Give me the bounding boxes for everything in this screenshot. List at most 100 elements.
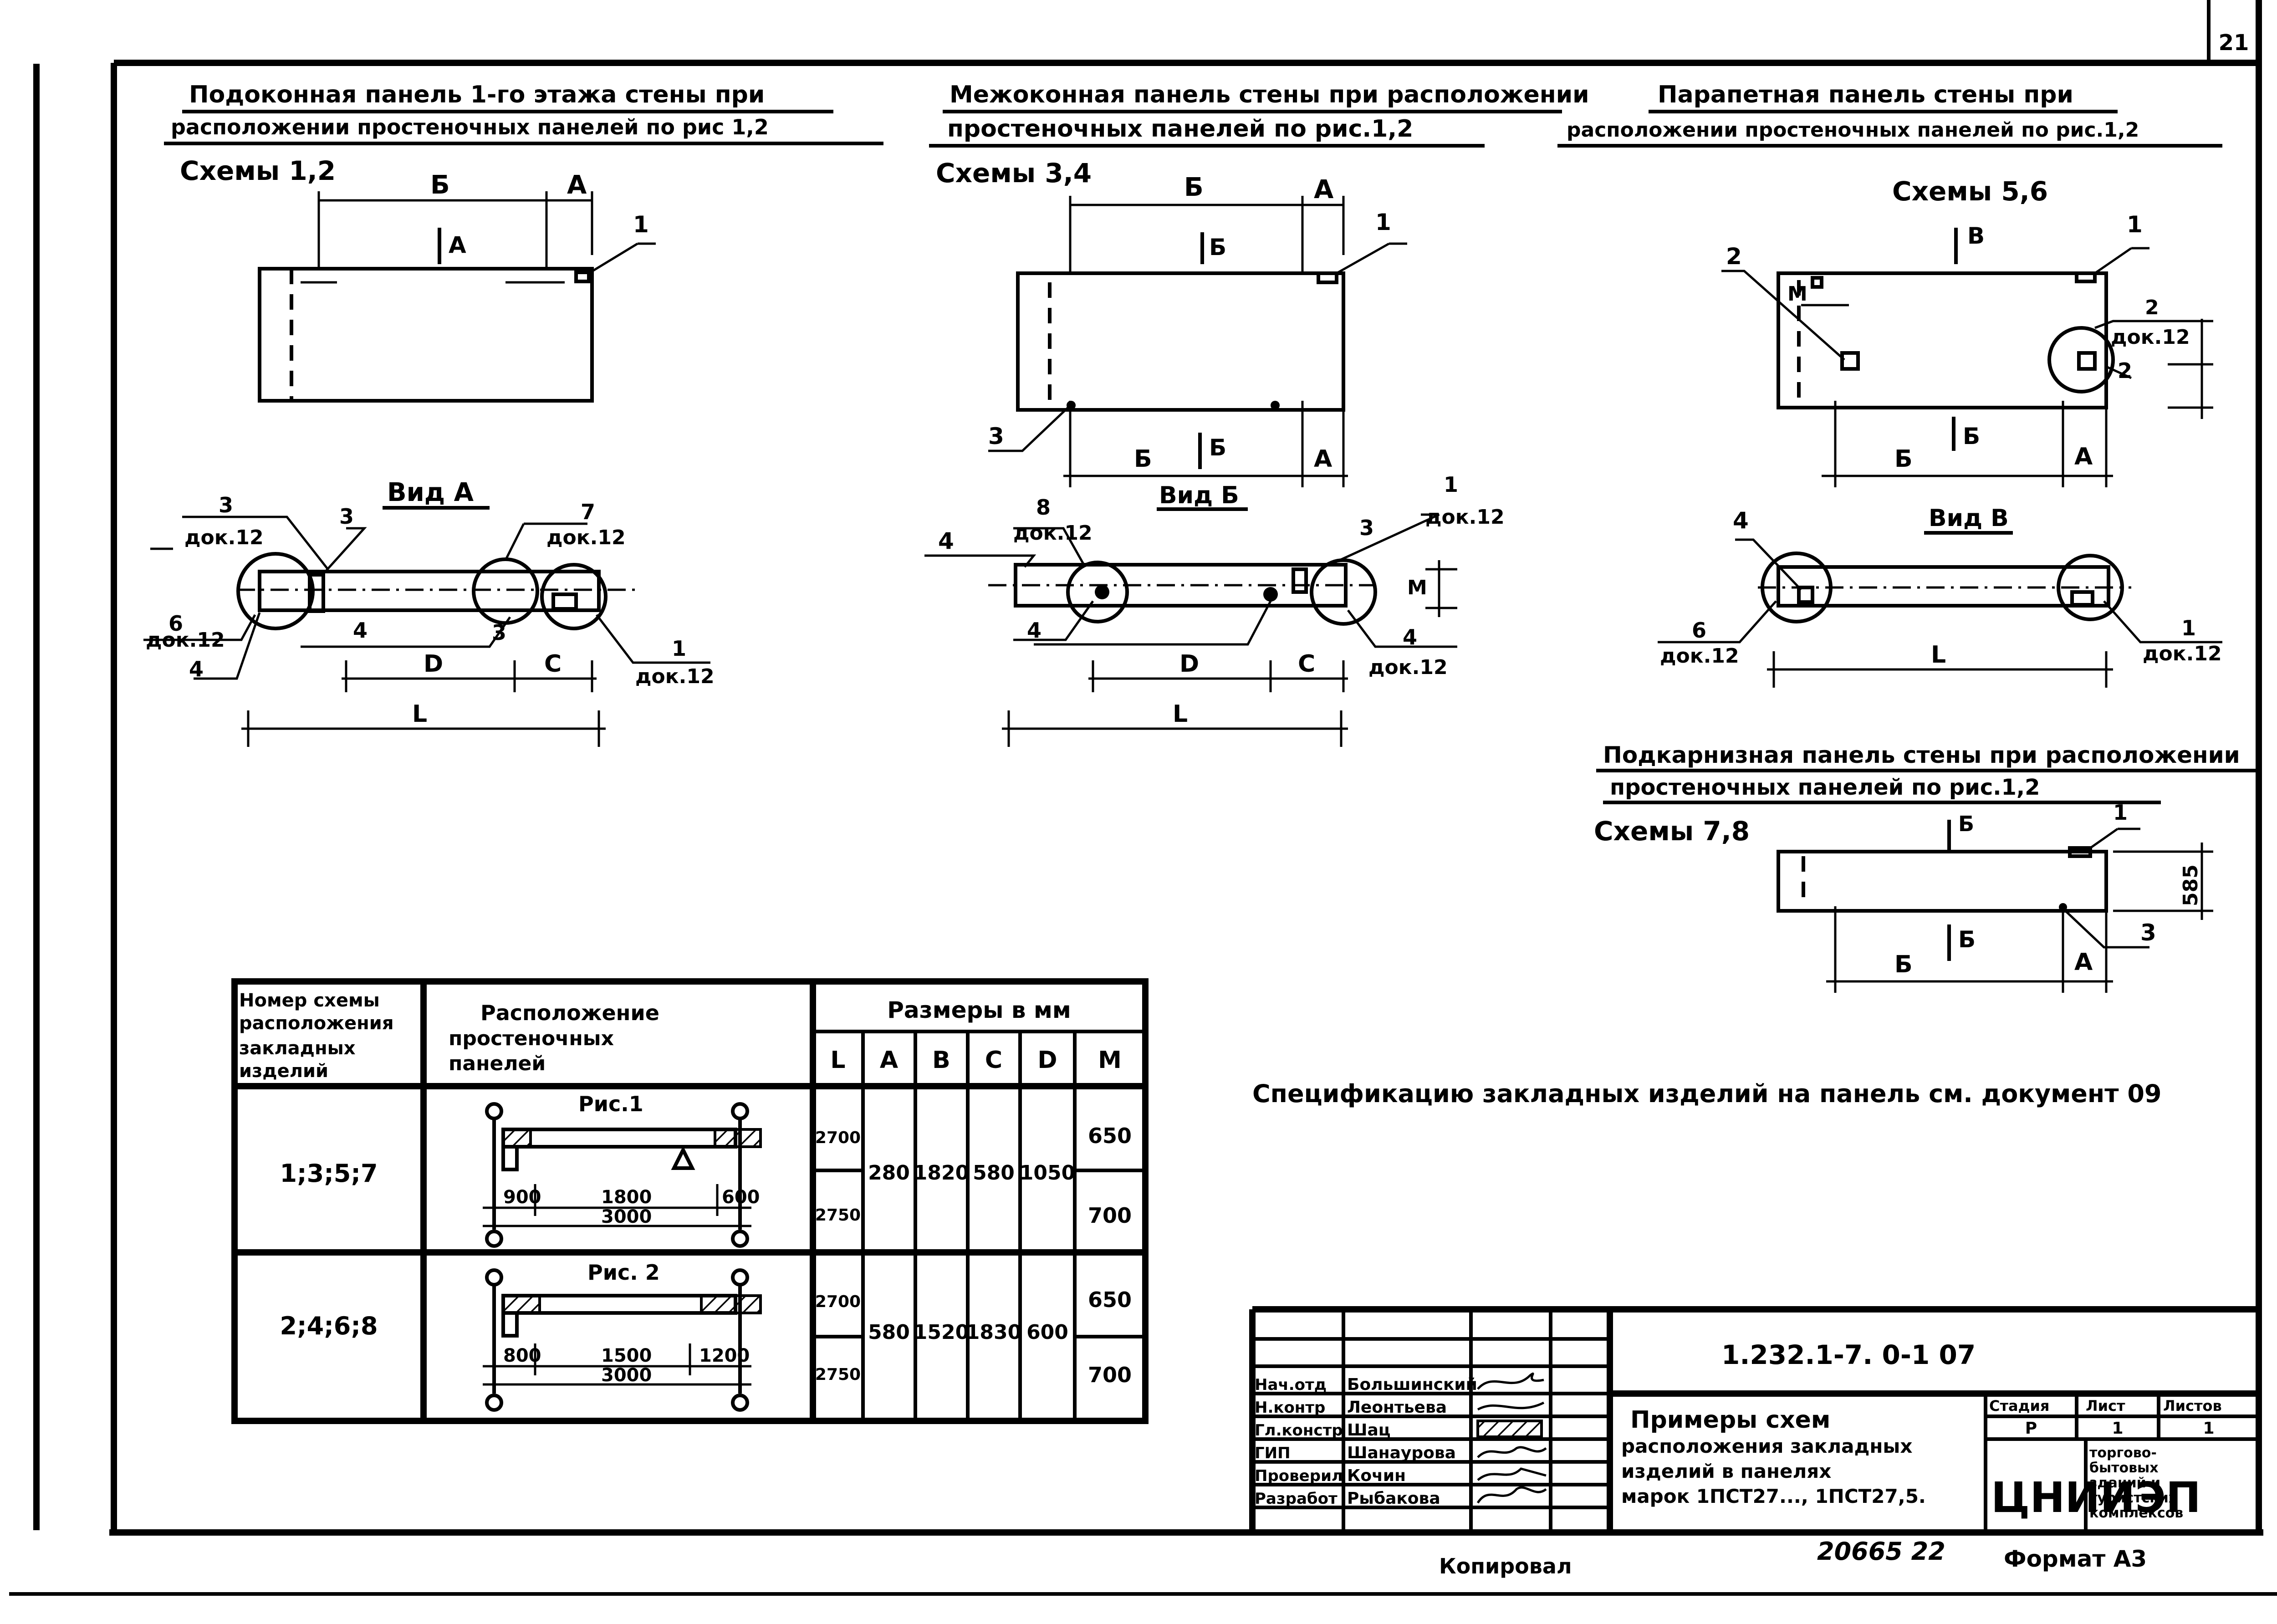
panel-4-title-line1: Подкарнизная панель стены при расположен… <box>1603 742 2240 768</box>
title-line-4: марок 1ПСТ27..., 1ПСТ27,5. <box>1621 1485 1926 1507</box>
p1-v-3b: 3 <box>339 504 354 529</box>
p2-view-arrow-2: Б <box>1209 434 1226 461</box>
p4-dim-a: А <box>2074 949 2093 976</box>
org-desc-4: туристских <box>2089 1490 2177 1506</box>
row2-d1: 800 <box>503 1345 541 1366</box>
panel-1-callout-1: 1 <box>633 211 649 238</box>
panel-1-windowsill: Подоконная панель 1-го этажа стены при р… <box>143 81 883 747</box>
p3-dim-a: А <box>2074 443 2093 470</box>
panel-4-eaves: Подкарнизная панель стены при расположен… <box>1594 742 2259 993</box>
role-3: ГИП <box>1255 1444 1291 1462</box>
p3-v-4: 4 <box>1733 507 1749 534</box>
row1-c: 580 <box>973 1161 1015 1185</box>
row2-figure: Рис. 2 800 1500 1200 3000 <box>483 1260 762 1412</box>
th-scheme-2: расположения <box>239 1013 394 1034</box>
th-scheme-3: закладных <box>239 1038 356 1059</box>
th-location-1: Расположение <box>480 1001 659 1025</box>
p2-callout-3: 3 <box>988 423 1004 449</box>
p3-v-dok-a: док.12 <box>1660 644 1739 668</box>
org-desc-3: зданий и <box>2089 1475 2160 1491</box>
p3-callout-2a: 2 <box>1726 243 1742 270</box>
name-3: Шанаурова <box>1347 1444 1456 1462</box>
p3-v-1: 1 <box>2181 616 2196 640</box>
title-block: 1.232.1-7. 0-1 07 Нач.отд Н.контр Гл.кон… <box>1249 1306 2259 1532</box>
panel-3-parapet: Парапетная панель стены при расположении… <box>1557 81 2222 688</box>
p1-dim-c: С <box>544 650 562 678</box>
row1-b: 1820 <box>914 1161 969 1185</box>
row1-l2: 2750 <box>815 1206 861 1225</box>
row1-d1: 900 <box>503 1187 541 1208</box>
org-desc-5: комплексов <box>2089 1505 2183 1521</box>
row1-scheme: 1;3;5;7 <box>280 1159 378 1188</box>
p3-m-label: М <box>1787 282 1807 306</box>
panel-1-title-line2: расположении простеночных панелей по рис… <box>171 115 769 139</box>
panel-3-view-title: Вид В <box>1929 505 2009 532</box>
row2-total: 3000 <box>601 1365 652 1386</box>
p2-v-m: М <box>1407 576 1427 599</box>
row1-figure: Рис.1 900 1800 600 3000 <box>483 1092 762 1248</box>
sheet-frame: 21 <box>9 0 2277 1596</box>
org-logo: ЦНИИЭП <box>1991 1473 2201 1522</box>
name-1: Леонтьева <box>1347 1398 1447 1417</box>
p2-dim-a-bot: А <box>1314 445 1332 473</box>
sheet-number: 21 <box>2219 30 2249 56</box>
stage-header: Стадия <box>1989 1397 2049 1415</box>
p1-v-3a: 3 <box>219 493 233 517</box>
title-line-1: Примеры схем <box>1630 1406 1830 1434</box>
p4-callout-3: 3 <box>2140 919 2156 946</box>
panel-1-schemes: Схемы 1,2 <box>180 155 336 186</box>
dim-label-b: Б <box>430 170 450 200</box>
p2-dim-d: D <box>1179 650 1199 678</box>
p2-dim-b-bot: Б <box>1134 445 1152 473</box>
p2-v-dok-b: док.12 <box>1425 506 1505 529</box>
sheet-value: 1 <box>2112 1419 2123 1438</box>
row1-d3: 600 <box>722 1187 760 1208</box>
row1-total: 3000 <box>601 1206 652 1227</box>
panel-3-title-line2: расположении простеночных панелей по рис… <box>1567 118 2139 142</box>
stage-value: Р <box>2025 1419 2037 1438</box>
p1-v-4b: 4 <box>353 618 368 643</box>
row1-m1: 650 <box>1088 1124 1132 1148</box>
p3-view-arrow: В <box>1967 223 1985 249</box>
th-col-b: В <box>932 1047 950 1074</box>
p1-v-dok-d: док.12 <box>635 665 715 688</box>
p4-view-arrow-2: Б <box>1958 926 1976 953</box>
p1-v-dok-a: док.12 <box>184 526 264 549</box>
row2-m2: 700 <box>1088 1363 1132 1387</box>
panel-2-interwindow: Межоконная панель стены при расположении… <box>924 81 1589 747</box>
row2-l2: 2750 <box>815 1365 861 1384</box>
view-arrow-a: А <box>449 232 466 258</box>
p1-v-7: 7 <box>581 500 595 524</box>
role-5: Разработ <box>1255 1490 1338 1508</box>
sheets-value: 1 <box>2203 1419 2214 1438</box>
name-4: Кочин <box>1347 1466 1406 1485</box>
row1-a: 280 <box>868 1161 910 1185</box>
footer-inventory: 20665 22 <box>1817 1537 1945 1566</box>
panel-2-outline <box>1016 271 1345 412</box>
panel-2-view-title: Вид Б <box>1159 482 1239 509</box>
p1-v-1: 1 <box>672 636 686 661</box>
row1-m2: 700 <box>1088 1203 1132 1228</box>
org-desc-2: бытовых <box>2089 1460 2159 1476</box>
name-2: Шац <box>1347 1421 1390 1440</box>
title-line-2: расположения закладных <box>1621 1435 1912 1457</box>
row1-l1: 2700 <box>815 1129 861 1147</box>
p1-v-4a: 4 <box>189 657 204 681</box>
row2-l1: 2700 <box>815 1292 861 1311</box>
th-sizes: Размеры в мм <box>887 997 1071 1023</box>
p3-dim-l: L <box>1931 641 1946 669</box>
p2-v-dok-c: док.12 <box>1368 656 1448 679</box>
panel-2-title-line1: Межоконная панель стены при расположении <box>950 81 1589 108</box>
sheet-header: Лист <box>2086 1397 2125 1415</box>
th-scheme-4: изделий <box>239 1061 328 1082</box>
p2-dim-a-top: А <box>1314 175 1334 204</box>
p1-v-3c: 3 <box>492 620 506 645</box>
panel-3-title-line1: Парапетная панель стены при <box>1658 81 2073 108</box>
panel-4-schemes: Схемы 7,8 <box>1594 816 1750 847</box>
panel-2-title-line2: простеночных панелей по рис.1,2 <box>947 115 1413 143</box>
p1-v-dok-b: док.12 <box>546 526 626 549</box>
doc-code: 1.232.1-7. 0-1 07 <box>1721 1339 1976 1370</box>
p4-view-arrow: Б <box>1958 812 1974 836</box>
p3-view-arrow-2: Б <box>1963 423 1980 449</box>
